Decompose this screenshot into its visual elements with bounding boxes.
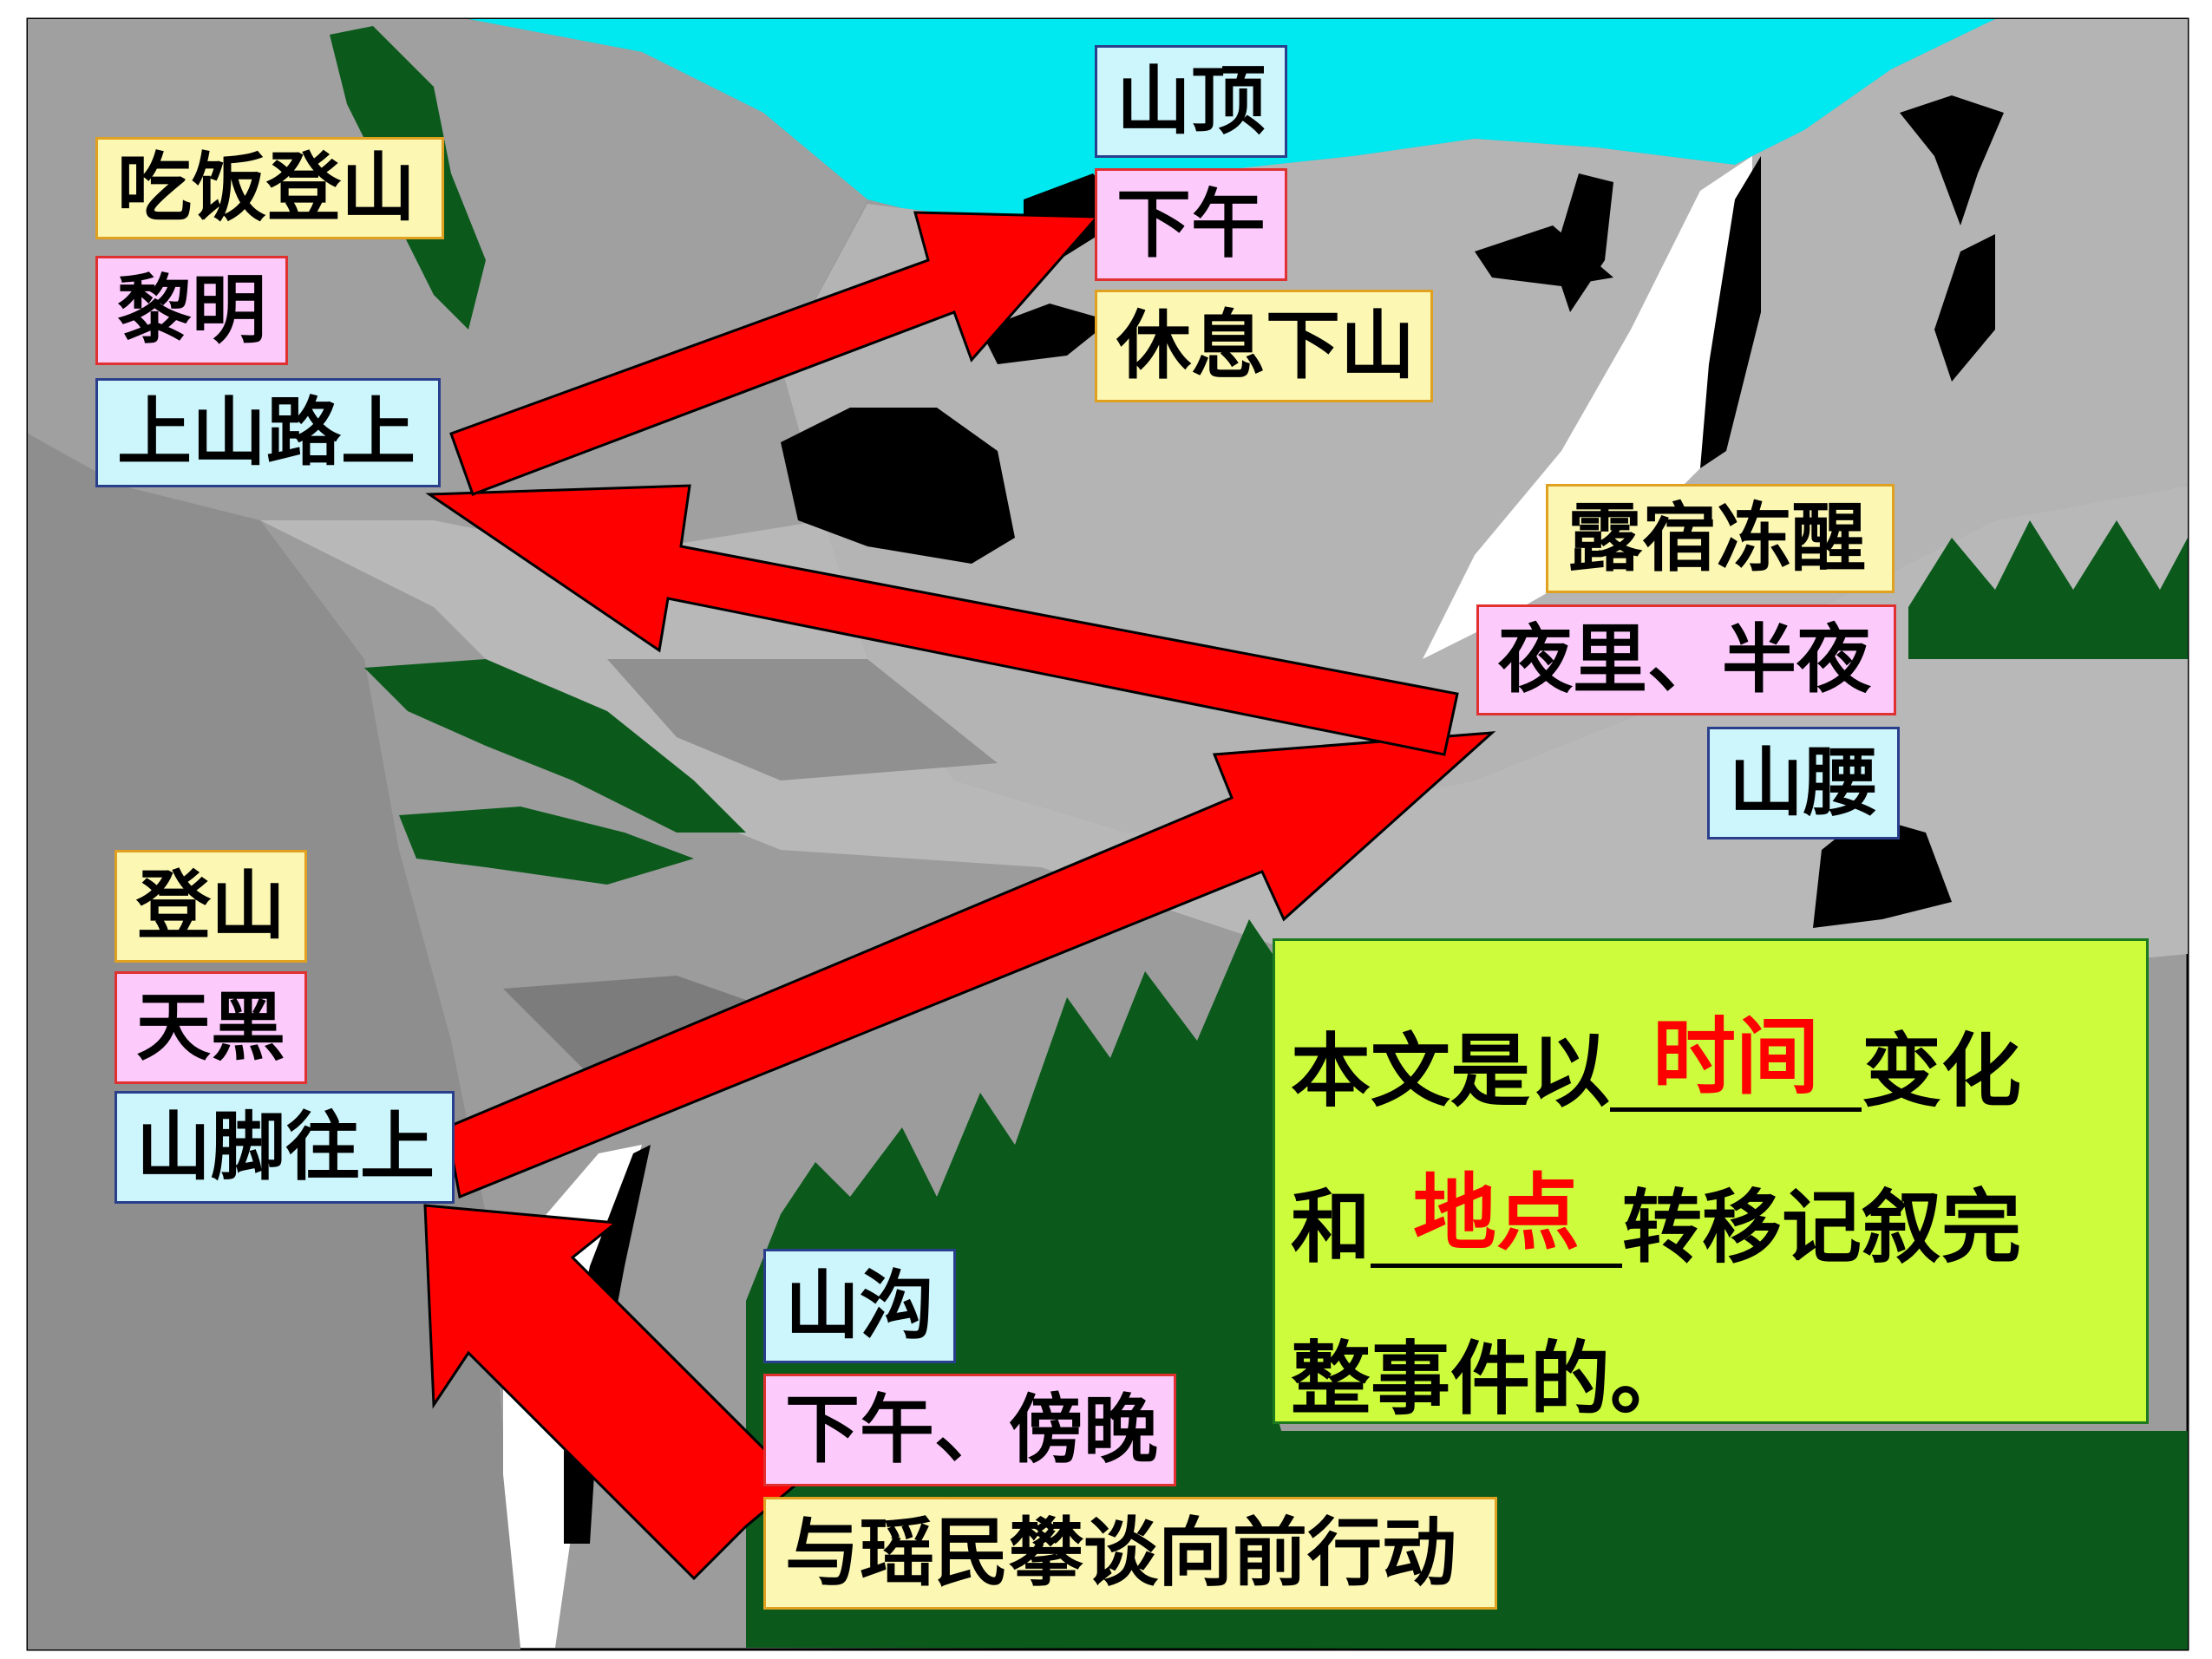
foot-time-label: 天黑 [115, 971, 307, 1084]
summary-line-2: 和地点转移记叙完 [1291, 1172, 2021, 1268]
summary-line1-prefix: 本文是以 [1291, 1025, 1611, 1118]
foot-event-label: 登山 [115, 850, 307, 963]
ravine-place-label: 山沟 [763, 1249, 956, 1363]
path-time-label: 黎明 [95, 256, 288, 365]
summary-line1-suffix: 变化 [1862, 1025, 2022, 1118]
waterfall-shadow [1700, 156, 1761, 468]
arrow-midslope-to-path [425, 484, 1459, 756]
time-blank: 时间 [1610, 1016, 1862, 1112]
summary-box: 本文是以时间变化 和地点转移记叙完 整事件的。 [1273, 938, 2149, 1424]
gorge [503, 976, 763, 1093]
ravine-event-label: 与瑶民攀谈向前行动 [763, 1497, 1497, 1610]
arrow-ravine-to-foot [423, 1204, 801, 1581]
place-blank: 地点 [1371, 1172, 1623, 1268]
answer-time: 时间 [1652, 1009, 1820, 1106]
path-place-label: 上山路上 [95, 378, 441, 487]
arrow-path-to-summit [449, 211, 1101, 496]
summit-event-label: 休息下山 [1095, 290, 1433, 402]
summary-line2-suffix: 转移记叙完 [1622, 1181, 2022, 1274]
midslope-time-label: 夜里、半夜 [1476, 604, 1896, 715]
arrow-foot-to-midslope [445, 731, 1496, 1199]
foot-place-label: 山脚往上 [115, 1091, 455, 1204]
summary-line2-prefix: 和 [1291, 1181, 1371, 1274]
summit-place-label: 山顶 [1095, 45, 1287, 158]
summary-line-3: 整事件的。 [1291, 1333, 1691, 1426]
ravine-time-label: 下午、傍晚 [763, 1374, 1176, 1486]
summary-line-1: 本文是以时间变化 [1291, 1016, 2021, 1112]
rock-crevices [781, 95, 2004, 928]
midslope-place-label: 山腰 [1707, 727, 1900, 839]
answer-place: 地点 [1413, 1165, 1580, 1262]
midslope-event-label: 露宿冻醒 [1546, 484, 1895, 593]
route-arrows [423, 211, 1496, 1581]
waterfall-upper [1423, 156, 1752, 659]
valley-shadow [607, 659, 998, 781]
summit-time-label: 下午 [1095, 168, 1287, 281]
path-event-label: 吃饭登山 [95, 137, 444, 239]
